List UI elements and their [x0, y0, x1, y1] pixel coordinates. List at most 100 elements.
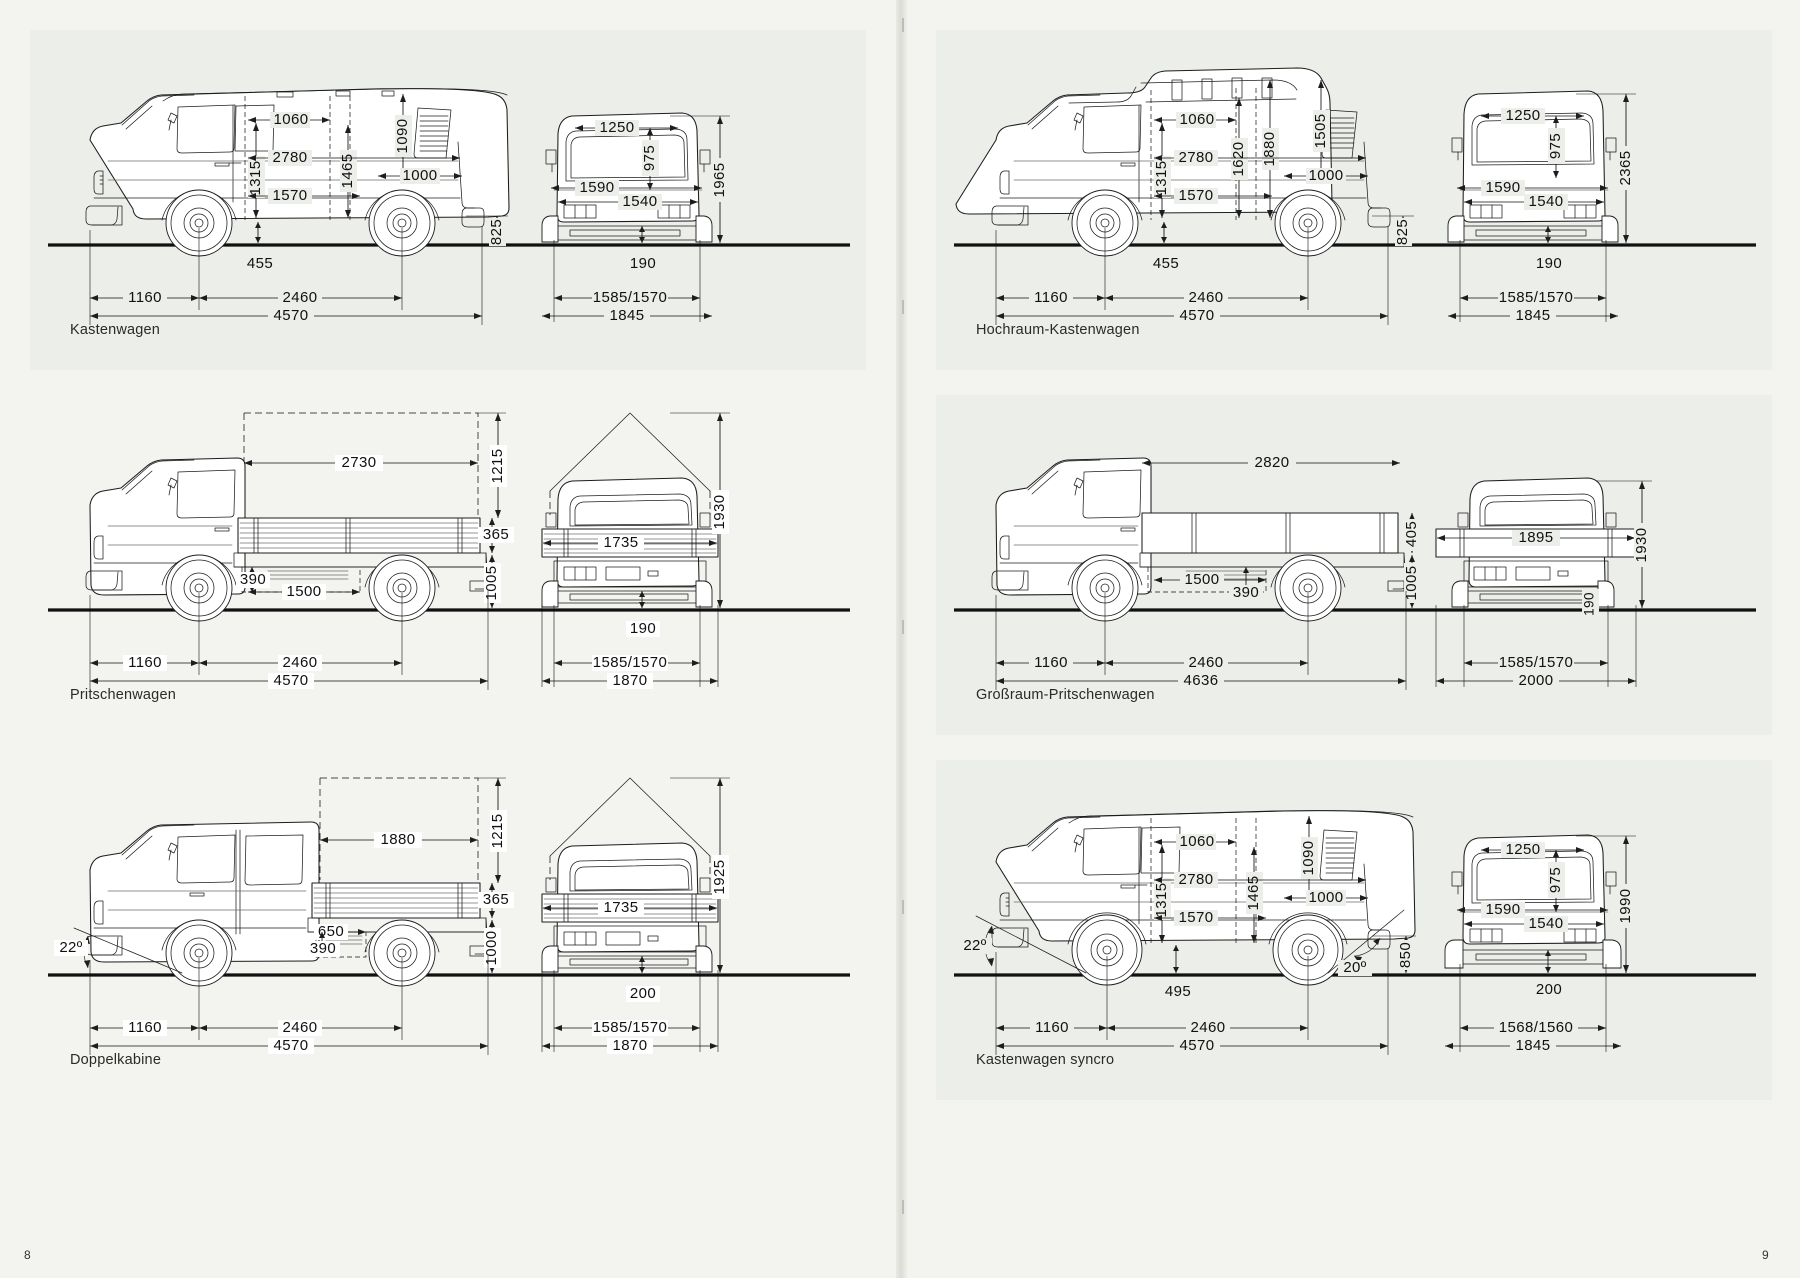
dim-975: 975 [1547, 867, 1564, 893]
dim-190: 190 [630, 620, 656, 637]
rear-dims-kastenwagen: 1250 975 1590 1540 190 [466, 115, 730, 324]
dim-1540: 1540 [1529, 193, 1564, 210]
dim-1570: 1570 [1179, 909, 1214, 926]
dim-190: 190 [630, 255, 656, 272]
caption-doppelkabine: Doppelkabine [70, 1052, 162, 1068]
dim-495: 495 [1165, 983, 1191, 1000]
caption-hochraum-kastenwagen: Hochraum-Kastenwagen [976, 322, 1140, 338]
dim-390: 390 [1233, 584, 1259, 601]
dim-1500: 1500 [287, 583, 322, 600]
dim-1465: 1465 [339, 154, 356, 189]
side-dims-doppelkabine: 1880 1215 365 1000 650 [54, 777, 514, 1055]
dim-200: 200 [1536, 981, 1562, 998]
panel-doppelkabine: 1880 1215 365 1000 650 [30, 760, 866, 1100]
dim-2365: 2365 [1617, 151, 1634, 186]
rear-dims-doppelkabine: 1735 1925 200 1585/1570 1870 [541, 777, 730, 1054]
dim-1215: 1215 [489, 814, 506, 849]
dim-4570: 4570 [274, 307, 309, 324]
dim-1160: 1160 [128, 654, 162, 671]
dim-1000: 1000 [403, 167, 438, 184]
drawing-doppelkabine: 1880 1215 365 1000 650 [48, 777, 850, 1055]
folio-right: 9 [1762, 1248, 1769, 1262]
dim-1160: 1160 [1034, 654, 1068, 671]
drawing-grossraum-pritschenwagen: 2820 405 1005 1500 390 [954, 454, 1756, 690]
dim-2780: 2780 [273, 149, 308, 166]
dim-1000: 1000 [483, 931, 500, 966]
rear-dims-syncro: 1250 975 1590 1540 200 [1445, 835, 1636, 1054]
dim-1735: 1735 [604, 534, 639, 551]
dim-1540: 1540 [623, 193, 658, 210]
dim-2460: 2460 [283, 1019, 318, 1036]
dim-1990: 1990 [1617, 889, 1634, 924]
dim-1845: 1845 [1516, 1037, 1551, 1054]
side-dims-hochraum: 1060 1315 1620 1880 1505 [995, 80, 1389, 325]
gutter-perforation [902, 0, 904, 1278]
dim-1060: 1060 [274, 111, 309, 128]
dim-approach-angle: 22º [59, 939, 82, 956]
dim-200: 200 [630, 985, 656, 1002]
dim-1160: 1160 [128, 1019, 162, 1036]
dim-455: 455 [247, 255, 273, 272]
page-gutter [896, 0, 908, 1278]
dim-1965: 1965 [711, 163, 728, 198]
dim-1880: 1880 [1261, 132, 1278, 167]
dim-1930: 1930 [1633, 528, 1650, 563]
dim-2460: 2460 [1191, 1019, 1226, 1036]
dim-1590: 1590 [580, 179, 615, 196]
dim-track: 1585/1570 [1499, 654, 1574, 671]
caption-grossraum-pritschenwagen: Großraum-Pritschenwagen [976, 687, 1155, 703]
dim-1315: 1315 [247, 161, 264, 196]
rear-view-pritschenwagen [541, 412, 719, 608]
drawing-hochraum-kastenwagen: 1060 1315 1620 1880 1505 [954, 67, 1756, 325]
caption-kastenwagen-syncro: Kastenwagen syncro [976, 1052, 1115, 1068]
dim-2780: 2780 [1179, 871, 1214, 888]
dim-1315: 1315 [1153, 161, 1170, 196]
dim-1060: 1060 [1180, 111, 1215, 128]
panel-grossraum-pritschenwagen: 2820 405 1005 1500 390 [936, 395, 1772, 735]
side-dims-grossraum: 2820 405 1005 1500 390 [995, 454, 1421, 690]
dim-390: 390 [240, 571, 266, 588]
dim-1250: 1250 [1506, 841, 1541, 858]
dim-825: 825 [488, 219, 505, 245]
dim-2460: 2460 [283, 654, 318, 671]
panel-kastenwagen-syncro: 1060 1315 1465 1090 2780 [936, 760, 1772, 1100]
dim-track: 1568/1560 [1499, 1019, 1574, 1036]
side-view-grossraum [991, 457, 1407, 622]
dim-1090: 1090 [1300, 841, 1317, 876]
dim-1060: 1060 [1180, 833, 1215, 850]
drawing-pritschenwagen: 2730 1215 365 1005 [48, 412, 850, 690]
panel-kastenwagen: 1060 1315 1465 1090 2780 [30, 30, 866, 370]
dim-1465: 1465 [1245, 876, 1262, 911]
folio-left: 8 [24, 1248, 31, 1262]
dim-2730: 2730 [342, 454, 377, 471]
panel-hochraum-kastenwagen: 1060 1315 1620 1880 1505 [936, 30, 1772, 370]
dim-1570: 1570 [1179, 187, 1214, 204]
drawing-kastenwagen: 1060 1315 1465 1090 2780 [48, 88, 850, 325]
caption-kastenwagen: Kastenwagen [70, 322, 161, 338]
dim-1160: 1160 [128, 289, 162, 306]
dim-2000: 2000 [1519, 672, 1554, 689]
rear-view-doppelkabine [541, 777, 719, 973]
caption-pritschenwagen: Pritschenwagen [70, 687, 176, 703]
dim-455: 455 [1153, 255, 1179, 272]
dim-1250: 1250 [1506, 107, 1541, 124]
dim-190: 190 [1536, 255, 1562, 272]
dim-4636: 4636 [1184, 672, 1219, 689]
dim-1880: 1880 [381, 831, 416, 848]
dim-975: 975 [1547, 133, 1564, 159]
dim-1590: 1590 [1486, 901, 1521, 918]
dim-1590: 1590 [1486, 179, 1521, 196]
dim-1870: 1870 [613, 672, 648, 689]
drawing-kastenwagen-syncro: 1060 1315 1465 1090 2780 [954, 810, 1756, 1055]
rear-dims-grossraum: 1895 1930 190 1585/1570 2000 [1435, 480, 1652, 689]
dim-390: 390 [310, 940, 336, 957]
dim-405: 405 [1403, 521, 1420, 547]
dim-1160: 1160 [1034, 289, 1068, 306]
dim-1925: 1925 [711, 860, 728, 895]
rear-dims-pritschenwagen: 1735 1930 190 1585/1570 [541, 412, 730, 689]
dim-2460: 2460 [283, 289, 318, 306]
dim-track: 1585/1570 [593, 654, 668, 671]
dim-2780: 2780 [1179, 149, 1214, 166]
dim-1870: 1870 [613, 1037, 648, 1054]
